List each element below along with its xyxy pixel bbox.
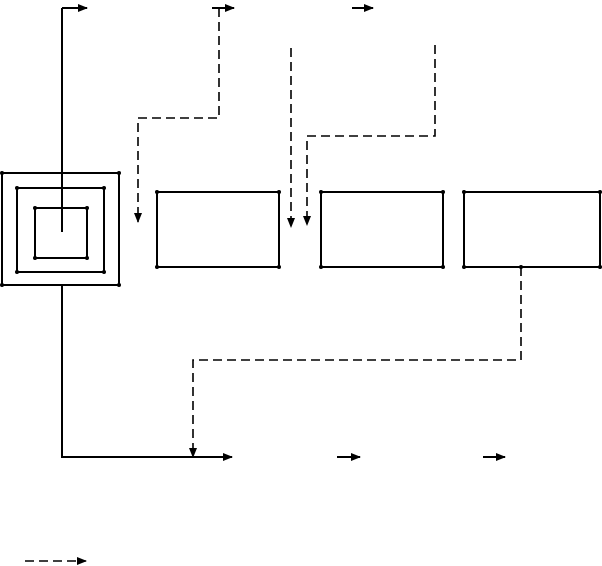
dashed-from-box-3 [189,267,522,458]
box-3 [463,191,601,268]
dashed-to-box-1 [134,8,220,223]
box-1 [156,191,280,268]
corner-dots [0,171,121,287]
dashed-to-box-2b [303,45,436,226]
nested-squares-node [0,171,121,287]
solid-bottom-line [61,285,233,461]
box-corner-dots [155,190,602,269]
box-2 [320,191,444,268]
